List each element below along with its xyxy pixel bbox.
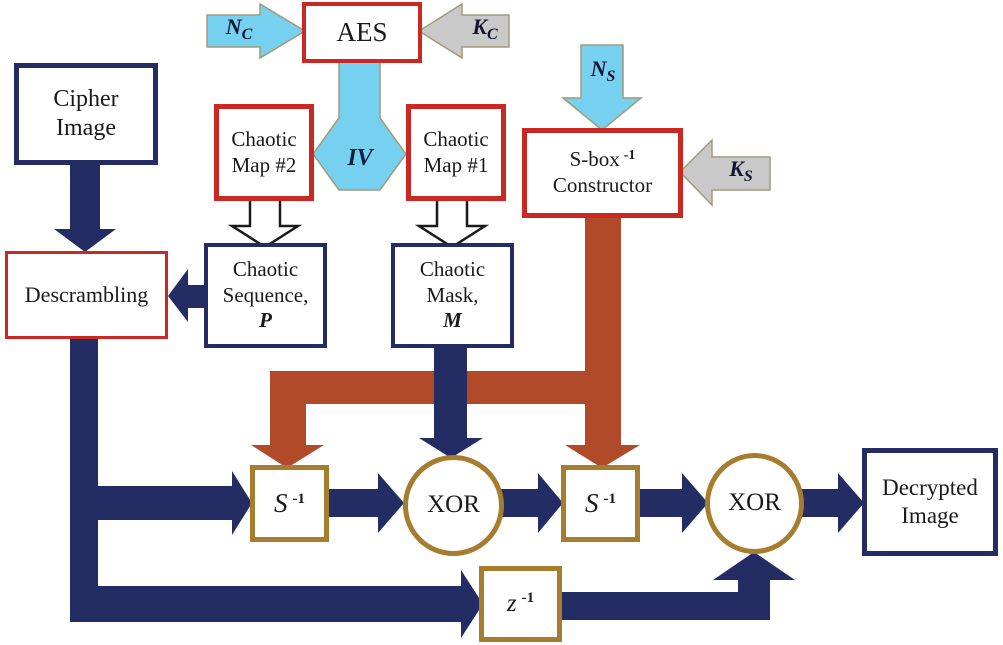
z-inverse-sup: -1 [521, 589, 535, 606]
decrypted-image-line2: Image [901, 503, 959, 528]
chaotic-sequence-line1: Chaotic [232, 257, 299, 282]
nc-arrow-label: NC [210, 14, 268, 43]
nc-sub: C [241, 26, 253, 43]
chaotic-map1-line1: Chaotic [423, 126, 489, 151]
arrow-mask-to-xor1 [419, 344, 483, 458]
xor2-label: XOR [728, 489, 781, 517]
sbox-constructor-sup: -1 [623, 148, 636, 164]
chaotic-sequence-line2: Sequence, [222, 282, 309, 307]
xor1-node: XOR [403, 455, 504, 556]
s-inverse-1-sup: -1 [292, 491, 306, 508]
arrow-xor1-to-sinverse2 [500, 473, 563, 533]
descrambling-label: Descrambling [24, 281, 149, 307]
descrambling-box: Descrambling [5, 251, 168, 339]
xor1-label: XOR [427, 491, 480, 519]
arrow-sequence-to-descrambling [168, 269, 204, 322]
chaotic-map2-box: Chaotic Map #2 [214, 104, 314, 201]
arrow-xor2-to-decrypted [800, 473, 864, 533]
s-inverse-2-box: S-1 [561, 465, 640, 542]
arrow-cipher-to-descrambling [54, 161, 116, 252]
ks-sub: S [743, 168, 753, 185]
ns-base: N [590, 56, 607, 81]
z-inverse-box: z-1 [479, 566, 562, 642]
z-inverse-base: z [506, 589, 517, 617]
ks-arrow-label: KS [710, 156, 772, 185]
decrypted-image-box: Decrypted Image [862, 448, 998, 556]
chaotic-mask-line2: Mask, [426, 282, 479, 307]
kc-arrow-label: KC [456, 14, 514, 43]
arrow-sinverse2-to-xor2 [637, 473, 708, 533]
chaotic-mask-line1: Chaotic [419, 257, 486, 282]
s-inverse-1-label: S-1 [274, 487, 305, 520]
cipher-image-line1: Cipher [53, 85, 119, 112]
sbox-constructor-name: S-box [569, 147, 620, 172]
sbox-constructor-line1: S-box-1 [570, 147, 636, 173]
kc-base: K [472, 14, 487, 39]
chaotic-map2-line1: Chaotic [231, 126, 297, 151]
cipher-image-box: Cipher Image [14, 63, 158, 165]
z-inverse-label: z-1 [507, 589, 534, 620]
decrypted-image-line1: Decrypted [882, 474, 978, 500]
cipher-image-line2: Image [56, 115, 116, 141]
arrow-ns-input [560, 44, 644, 131]
arrow-zinverse-to-xor2 [559, 552, 795, 620]
aes-box: AES [302, 2, 422, 63]
s-inverse-2-label: S-1 [585, 487, 616, 520]
aes-label: AES [336, 17, 388, 48]
s-inverse-1-base: S [274, 488, 288, 519]
iv-arrow-label: IV [347, 145, 373, 171]
sbox-constructor-line2: Constructor [552, 173, 653, 197]
chaotic-map2-line2: Map #2 [231, 152, 297, 177]
s-inverse-2-sup: -1 [603, 491, 617, 508]
chaotic-mask-box: Chaotic Mask, M [391, 243, 514, 348]
nc-base: N [225, 14, 242, 39]
chaotic-map1-line2: Map #1 [423, 152, 489, 177]
chaotic-mask-symbol: M [443, 308, 462, 333]
chaotic-map1-box: Chaotic Map #1 [406, 104, 506, 201]
arrow-iv-bidirectional [312, 57, 407, 191]
sbox-constructor-box: S-box-1 Constructor [522, 128, 683, 218]
s-inverse-2-base: S [585, 488, 599, 519]
ns-sub: S [606, 68, 616, 85]
arrow-ks-input [678, 138, 771, 207]
arrow-sinverse1-to-xor1 [326, 473, 404, 533]
arrow-map2-to-sequence [227, 195, 303, 249]
s-inverse-1-box: S-1 [250, 465, 329, 542]
xor2-node: XOR [705, 453, 804, 554]
ks-base: K [729, 156, 744, 181]
arrow-descrambling-trunk [70, 339, 483, 638]
arrow-sbox-to-sinverse-branches [251, 212, 640, 468]
chaotic-sequence-symbol: P [259, 308, 272, 333]
arrow-kc-input [417, 2, 510, 60]
ns-arrow-label: NS [574, 56, 632, 85]
chaotic-sequence-box: Chaotic Sequence, P [204, 243, 327, 348]
arrow-nc-input [206, 2, 307, 60]
kc-sub: C [487, 26, 498, 43]
arrow-map1-to-mask [414, 195, 490, 249]
